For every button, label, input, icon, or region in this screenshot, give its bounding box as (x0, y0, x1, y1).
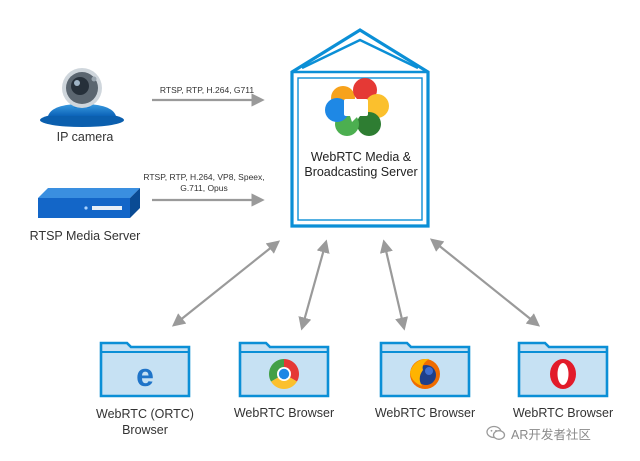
rtsp-server-label: RTSP Media Server (29, 229, 141, 243)
firefox-icon (410, 358, 440, 389)
rtsp-server-icon (38, 188, 140, 218)
client-label-opera: WebRTC Browser (512, 406, 614, 420)
client-folder-edge (99, 341, 191, 398)
camera-protocols-label: RTSP, RTP, H.264, G711 (159, 85, 255, 95)
server-edge-arrow (171, 240, 281, 327)
watermark-text: AR开发者社区 (511, 427, 591, 442)
svg-text:e: e (136, 357, 154, 393)
client-label-edge: WebRTC (ORTC) Browser (96, 407, 194, 437)
watermark: AR开发者社区 (486, 422, 636, 444)
webrtc-logo-icon (325, 78, 389, 136)
server-firefox-arrow (379, 239, 409, 331)
server-opera-arrow (429, 238, 541, 327)
server-label: WebRTC Media & Broadcasting Server (304, 150, 418, 179)
opera-icon (550, 359, 576, 389)
wechat-icon (486, 425, 506, 440)
client-label-chrome: WebRTC Browser (233, 406, 335, 420)
edge-icon: e (136, 357, 154, 393)
chrome-icon (268, 359, 300, 390)
ip-camera-icon (40, 68, 124, 127)
ip-camera-label: IP camera (56, 130, 114, 144)
rtsp-protocols-label: RTSP, RTP, H.264, VP8, Speex, G.711, Opu… (143, 172, 265, 193)
client-label-firefox: WebRTC Browser (374, 406, 476, 420)
server-chrome-arrow (298, 239, 330, 331)
